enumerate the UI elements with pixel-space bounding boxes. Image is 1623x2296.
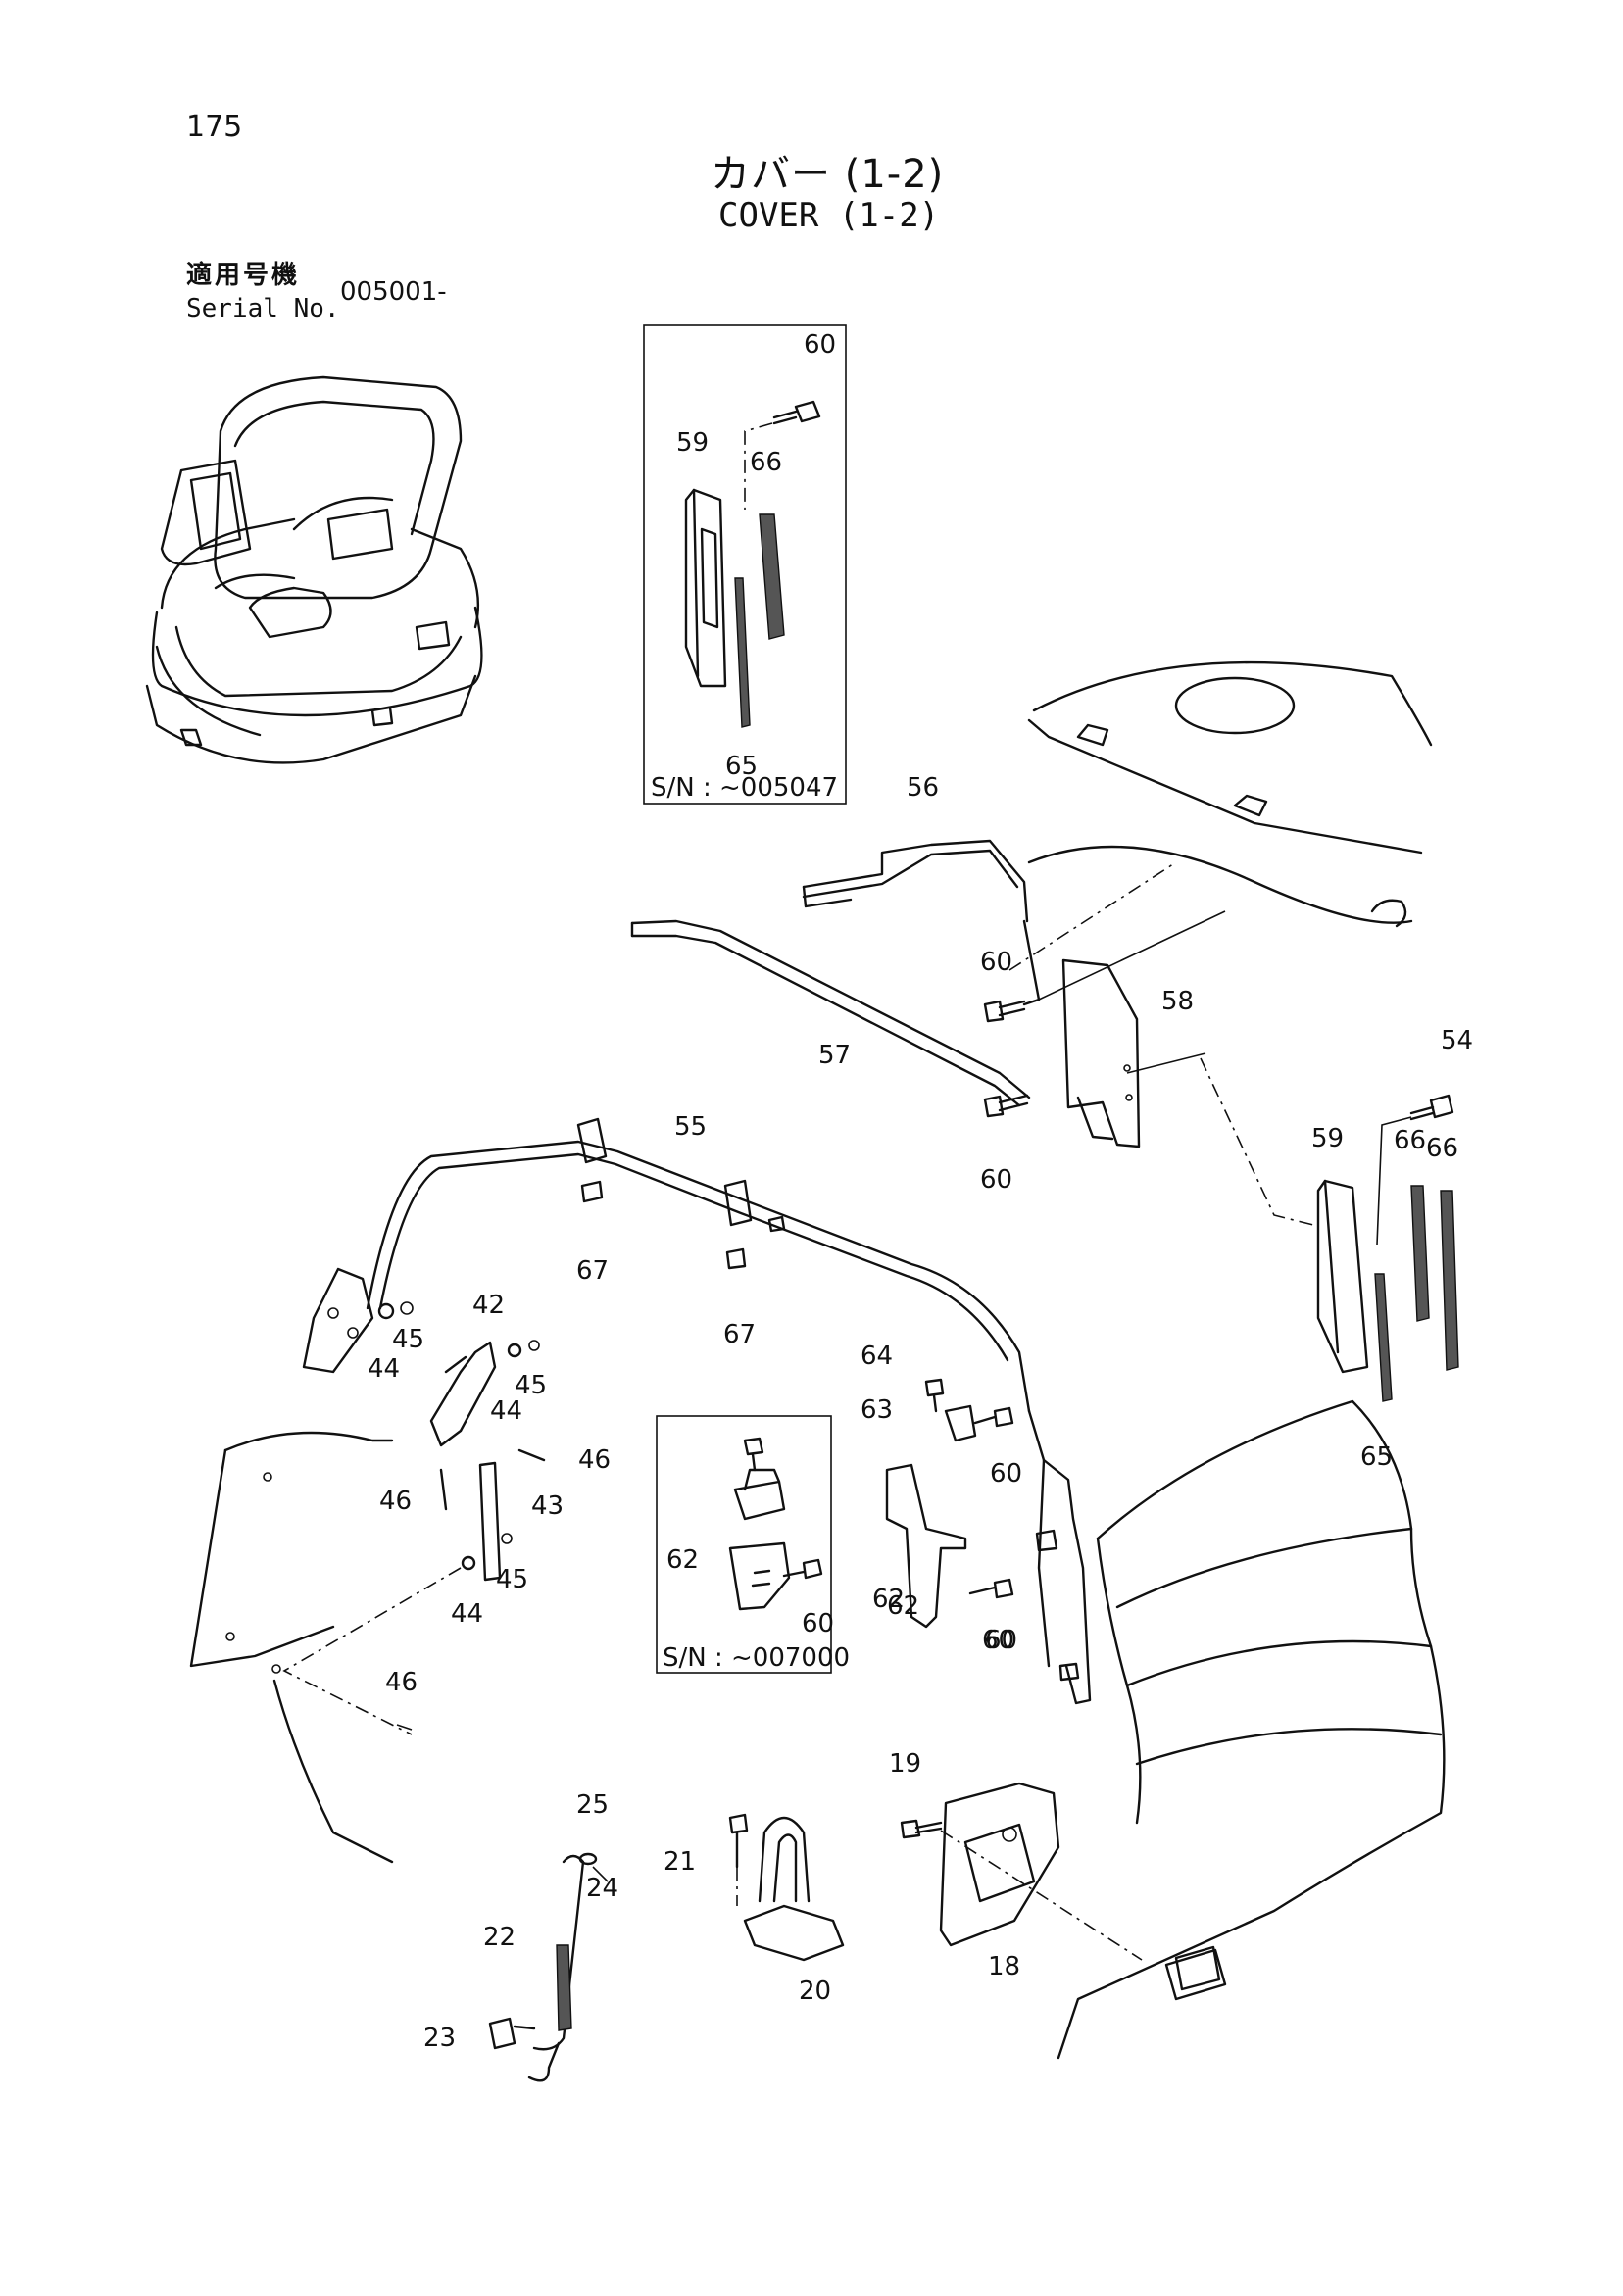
serial-value: 005001- (340, 277, 447, 307)
callout-62: 62 (887, 1591, 919, 1621)
dash-frame (1008, 861, 1177, 971)
callout-66: 66 (1426, 1134, 1458, 1163)
leader-58b (1126, 1052, 1206, 1074)
lock-assembly (728, 1782, 1143, 1962)
callout-42: 42 (472, 1291, 505, 1320)
callout-20: 20 (799, 1977, 831, 2006)
callout-59: 59 (1311, 1124, 1344, 1153)
inset-caption-2: S/N : ~007000 (663, 1643, 850, 1673)
callout-66: 66 (1394, 1126, 1426, 1155)
callout-67: 67 (576, 1256, 609, 1286)
callout-21: 21 (664, 1847, 696, 1877)
callout-22: 22 (483, 1923, 516, 1952)
callout-54: 54 (1441, 1026, 1473, 1055)
callout-46: 46 (385, 1668, 418, 1697)
rod-57 (630, 919, 1031, 1107)
callout-67: 67 (723, 1320, 756, 1349)
stay-assembly (488, 1852, 609, 2082)
callout-56: 56 (907, 773, 939, 803)
inset-caption-1: S/N : ~005047 (651, 773, 838, 803)
callout-60: 60 (980, 948, 1012, 977)
callout-60: 60 (804, 330, 836, 360)
callout-45: 45 (392, 1325, 424, 1354)
page-number: 175 (186, 110, 243, 144)
callout-65: 65 (725, 752, 758, 781)
callout-58: 58 (1161, 987, 1194, 1016)
rod-55 (302, 1117, 1092, 1705)
callout-65: 65 (1360, 1442, 1393, 1472)
callout-24: 24 (586, 1874, 618, 1903)
inset-box-2: S/N : ~007000 (656, 1415, 850, 1674)
callout-44: 44 (490, 1396, 522, 1426)
page-title-en: COVER (1-2) (718, 196, 940, 235)
callout-23: 23 (423, 2024, 456, 2053)
callout-18: 18 (988, 1952, 1020, 1981)
callout-60: 60 (802, 1609, 834, 1638)
callout-63: 63 (861, 1395, 893, 1425)
callout-55: 55 (674, 1112, 707, 1142)
callout-59: 59 (676, 428, 709, 458)
callout-25: 25 (576, 1790, 609, 1820)
leader-58 (1038, 910, 1226, 1001)
serial-label-en: Serial No. (186, 294, 340, 323)
callout-66: 66 (750, 448, 782, 477)
callout-60: 60 (985, 1626, 1017, 1655)
callout-43: 43 (531, 1491, 564, 1521)
callout-60: 60 (982, 1626, 1014, 1655)
callout-45: 45 (496, 1565, 528, 1594)
callout-60: 60 (990, 1459, 1022, 1489)
serial-label-jp: 適用号機 (186, 261, 301, 290)
callout-60: 60 (980, 1165, 1012, 1195)
callout-44: 44 (451, 1599, 483, 1629)
dash-59-link (1200, 1057, 1314, 1226)
callout-62: 62 (872, 1585, 905, 1614)
latch-assembly (282, 1340, 546, 1735)
callout-44: 44 (368, 1354, 400, 1384)
seal-plate-group (1316, 1094, 1459, 1402)
machine-overview-illustration (145, 375, 483, 764)
bracket-63-62 (885, 1378, 1014, 1629)
left-side-panel (189, 1431, 394, 1864)
callout-64: 64 (861, 1342, 893, 1371)
callout-45: 45 (515, 1371, 547, 1400)
callout-46: 46 (578, 1445, 611, 1475)
page-title-jp: カバー (1-2) (711, 152, 945, 197)
callout-62: 62 (666, 1545, 699, 1575)
callout-57: 57 (818, 1041, 851, 1070)
bracket-58 (1061, 958, 1141, 1148)
callout-19: 19 (889, 1749, 921, 1779)
callout-46: 46 (379, 1487, 412, 1516)
bolt-60-group-a (983, 1000, 1029, 1118)
upper-frame-outline (1027, 660, 1446, 2060)
inset-box-1: S/N : ~005047 (643, 324, 847, 805)
rod-56 (802, 839, 1041, 1006)
